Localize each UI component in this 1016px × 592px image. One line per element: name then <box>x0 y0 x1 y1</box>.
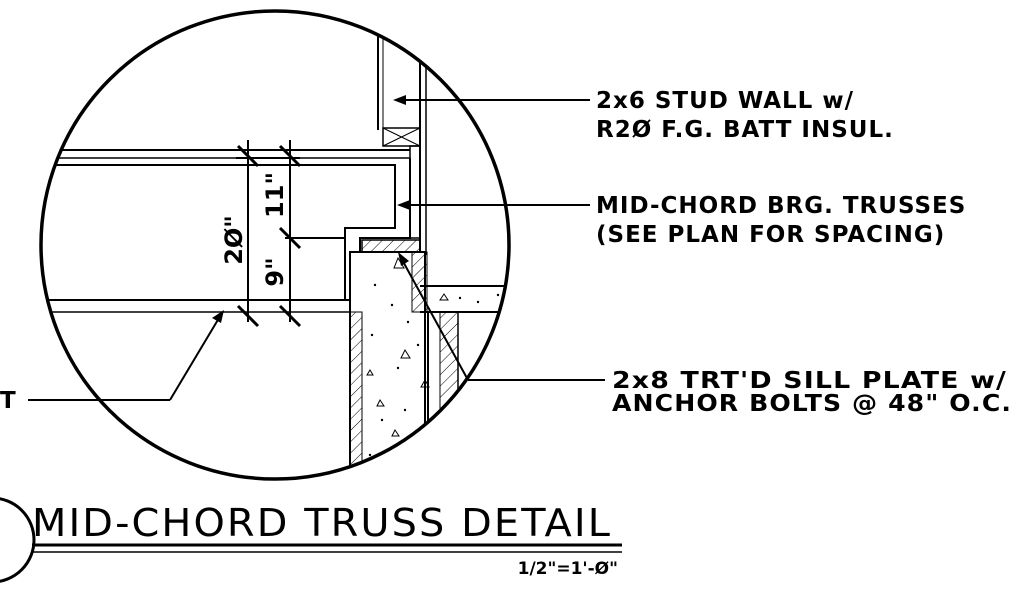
dimension-overall: 2Ø" <box>220 215 248 265</box>
callout-sill-line2: ANCHOR BOLTS @ 48" O.C. <box>612 391 1012 417</box>
dimension-string <box>236 140 345 328</box>
callout-trusses-line1: MID-CHORD BRG. TRUSSES <box>596 193 966 219</box>
leader-arrowheads <box>212 95 410 323</box>
callout-stud-wall-line1: 2x6 STUD WALL w/ <box>596 88 854 114</box>
title-block: MID-CHORD TRUSS DETAIL 1/2"=1'-Ø" <box>0 497 622 583</box>
detail-title: MID-CHORD TRUSS DETAIL <box>32 501 612 545</box>
dimension-lower: 9" <box>261 257 289 286</box>
callout-sill-line1: 2x8 TRT'D SILL PLATE w/ <box>612 368 1007 394</box>
callout-stud-wall-line2: R2Ø F.G. BATT INSUL. <box>596 117 894 143</box>
callout-left-partial: T <box>0 388 17 414</box>
floor-lines <box>41 149 410 313</box>
detail-bubble <box>0 497 36 583</box>
callout-trusses-line2: (SEE PLAN FOR SPACING) <box>596 222 945 248</box>
sill-plate <box>361 239 421 253</box>
detail-scale: 1/2"=1'-Ø" <box>518 559 618 579</box>
detail-circle <box>39 9 511 481</box>
dimension-upper: 11" <box>261 172 289 218</box>
leader-lines <box>28 99 605 401</box>
detail-contents <box>41 11 509 479</box>
